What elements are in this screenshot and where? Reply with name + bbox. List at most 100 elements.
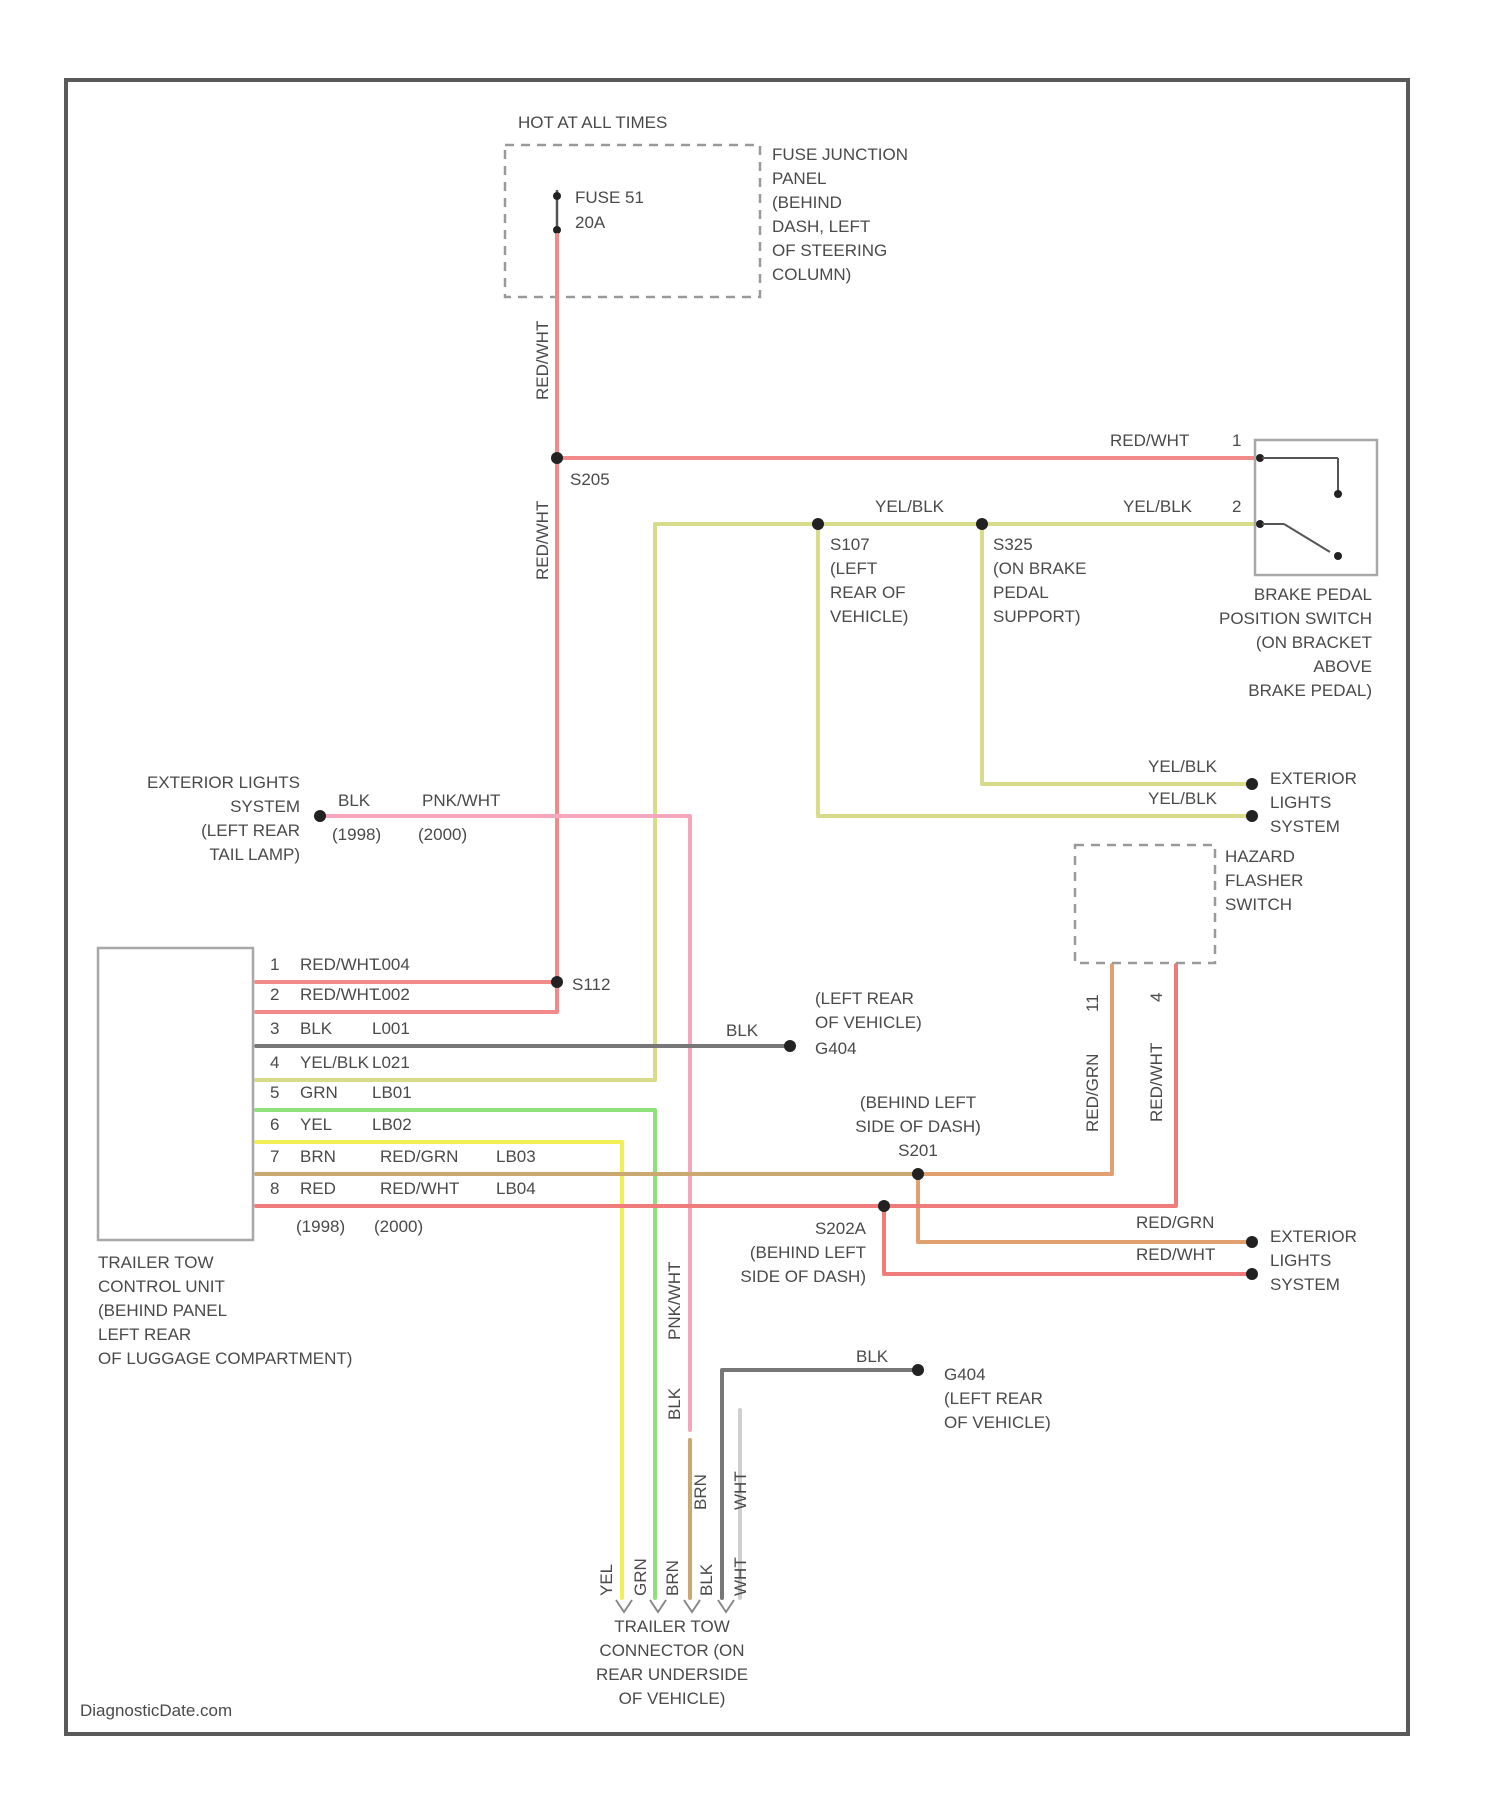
svg-text:S325: S325 xyxy=(993,535,1033,554)
svg-text:REAR UNDERSIDE: REAR UNDERSIDE xyxy=(596,1665,748,1684)
svg-text:(LEFT REAR: (LEFT REAR xyxy=(944,1389,1043,1408)
ttc-pin-color: YEL/BLK xyxy=(300,1053,370,1072)
ground-g404-upper-label: (LEFT REAR OF VEHICLE) G404 xyxy=(815,989,922,1058)
svg-text:OF VEHICLE): OF VEHICLE) xyxy=(815,1013,922,1032)
hazard-flasher-box xyxy=(1075,845,1215,963)
ext-arrow-1a-dot xyxy=(1246,778,1258,790)
ext-lights-label-2: EXTERIOR LIGHTS SYSTEM xyxy=(1270,1227,1357,1294)
ttc-pin-circuit: LB03 xyxy=(496,1147,536,1166)
svg-text:FUSE JUNCTION: FUSE JUNCTION xyxy=(772,145,908,164)
ttc-pin-color: BLK xyxy=(300,1019,333,1038)
bpp-yel-blk-label: YEL/BLK xyxy=(1123,497,1193,516)
ground-g404-bottom-dot xyxy=(912,1364,924,1376)
svg-text:HAZARD: HAZARD xyxy=(1225,847,1295,866)
conn-wire-brn: BRN xyxy=(663,1560,682,1596)
svg-text:G404: G404 xyxy=(815,1039,857,1058)
ttc-pin-number: 5 xyxy=(270,1083,279,1102)
ext-lights-left-label: EXTERIOR LIGHTS SYSTEM (LEFT REAR TAIL L… xyxy=(147,773,300,864)
ttc-pin-number: 6 xyxy=(270,1115,279,1134)
svg-text:S107: S107 xyxy=(830,535,870,554)
ttc-pin-color: BRN xyxy=(300,1147,336,1166)
ttc-pin-number: 3 xyxy=(270,1019,279,1038)
svg-text:OF STEERING: OF STEERING xyxy=(772,241,887,260)
connector-label: TRAILER TOW CONNECTOR (ON REAR UNDERSIDE… xyxy=(596,1617,748,1708)
svg-text:SWITCH: SWITCH xyxy=(1225,895,1292,914)
ttc-pin-number: 2 xyxy=(270,985,279,1004)
svg-text:(LEFT REAR: (LEFT REAR xyxy=(201,821,300,840)
svg-text:TAIL LAMP): TAIL LAMP) xyxy=(209,845,300,864)
ground-blk-label: BLK xyxy=(726,1021,759,1040)
svg-text:VEHICLE): VEHICLE) xyxy=(830,607,908,626)
ttc-unit-label: TRAILER TOW CONTROL UNIT (BEHIND PANEL L… xyxy=(98,1253,352,1368)
splice-s205-label: S205 xyxy=(570,470,610,489)
ttc-pin-number: 7 xyxy=(270,1147,279,1166)
svg-text:SIDE OF DASH): SIDE OF DASH) xyxy=(855,1117,981,1136)
ext-lights-label-1: EXTERIOR LIGHTS SYSTEM xyxy=(1270,769,1357,836)
ext2-red-wht-label: RED/WHT xyxy=(1136,1245,1215,1264)
svg-text:(LEFT: (LEFT xyxy=(830,559,877,578)
splice-s205-dot xyxy=(551,452,563,464)
svg-text:(LEFT REAR: (LEFT REAR xyxy=(815,989,914,1008)
ttc-pin-circuit: L004 xyxy=(372,955,410,974)
bpp-pin-1: 1 xyxy=(1232,431,1241,450)
svg-text:TRAILER TOW: TRAILER TOW xyxy=(98,1253,214,1272)
fuse-panel-label: FUSE JUNCTION PANEL (BEHIND DASH, LEFT O… xyxy=(772,145,908,284)
conn-wire-blk: BLK xyxy=(697,1563,716,1596)
ext-yel-blk-label-2: YEL/BLK xyxy=(1148,789,1218,808)
s107-label: S107 (LEFT REAR OF VEHICLE) xyxy=(830,535,908,626)
svg-text:S202A: S202A xyxy=(815,1219,867,1238)
ext-arrow-2b-dot xyxy=(1246,1268,1258,1280)
svg-text:CONNECTOR (ON: CONNECTOR (ON xyxy=(599,1641,744,1660)
trailer-tow-connector-terminals xyxy=(616,1600,734,1612)
ext-yel-blk-label-1: YEL/BLK xyxy=(1148,757,1218,776)
svg-text:SYSTEM: SYSTEM xyxy=(1270,1275,1340,1294)
ttc-pin-color: GRN xyxy=(300,1083,338,1102)
ext-arrow-1b-dot xyxy=(1246,810,1258,822)
svg-text:OF VEHICLE): OF VEHICLE) xyxy=(944,1413,1051,1432)
svg-text:EXTERIOR: EXTERIOR xyxy=(1270,769,1357,788)
svg-text:G404: G404 xyxy=(944,1365,986,1384)
vert-wht-label: WHT xyxy=(731,1471,750,1510)
wire-label-red-wht-upper: RED/WHT xyxy=(533,321,552,400)
svg-text:(BEHIND LEFT: (BEHIND LEFT xyxy=(860,1093,976,1112)
vert-blk-label: BLK xyxy=(665,1387,684,1420)
svg-text:FLASHER: FLASHER xyxy=(1225,871,1303,890)
svg-text:COLUMN): COLUMN) xyxy=(772,265,851,284)
bottom-blk-label: BLK xyxy=(856,1347,889,1366)
trailer-tow-control-unit-box xyxy=(98,948,253,1240)
bpp-red-wht-label: RED/WHT xyxy=(1110,431,1189,450)
tail-pnk-wht-label: PNK/WHT xyxy=(422,791,500,810)
s112-label: S112 xyxy=(572,975,610,994)
svg-text:LIGHTS: LIGHTS xyxy=(1270,793,1331,812)
ttc-pin-color: RED xyxy=(300,1179,336,1198)
splice-s202-dot xyxy=(878,1200,890,1212)
splice-s325-dot xyxy=(976,518,988,530)
bpp-switch-label: BRAKE PEDAL POSITION SWITCH (ON BRACKET … xyxy=(1219,585,1372,700)
svg-text:PEDAL: PEDAL xyxy=(993,583,1049,602)
svg-text:BRAKE PEDAL: BRAKE PEDAL xyxy=(1254,585,1372,604)
splice-s201-dot xyxy=(912,1168,924,1180)
svg-text:(BEHIND: (BEHIND xyxy=(772,193,842,212)
s202-label: S202A (BEHIND LEFT SIDE OF DASH) xyxy=(740,1219,866,1286)
svg-text:OF VEHICLE): OF VEHICLE) xyxy=(619,1689,726,1708)
svg-text:(ON BRACKET: (ON BRACKET xyxy=(1256,633,1372,652)
wire-label-red-wht-lower: RED/WHT xyxy=(533,501,552,580)
top-yel-blk-label: YEL/BLK xyxy=(875,497,945,516)
fuse-amp: 20A xyxy=(575,213,606,232)
tail-2000-label: (2000) xyxy=(418,825,467,844)
wire-ttc-pin6-yel xyxy=(256,1142,622,1598)
ttc-pin-circuit-color: RED/GRN xyxy=(380,1147,458,1166)
svg-text:BRAKE PEDAL): BRAKE PEDAL) xyxy=(1248,681,1372,700)
svg-text:LIGHTS: LIGHTS xyxy=(1270,1251,1331,1270)
splice-s107-dot xyxy=(812,518,824,530)
ttc-pin-number: 1 xyxy=(270,955,279,974)
hazard-flasher-label: HAZARD FLASHER SWITCH xyxy=(1225,847,1303,914)
ttc-pin-circuit: L002 xyxy=(372,985,410,1004)
svg-text:SUPPORT): SUPPORT) xyxy=(993,607,1081,626)
conn-wire-grn: GRN xyxy=(631,1558,650,1596)
fuse-junction-panel-box xyxy=(505,145,760,297)
ttc-pin-circuit: L021 xyxy=(372,1053,410,1072)
ext-arrow-2a-dot xyxy=(1246,1236,1258,1248)
s325-label: S325 (ON BRAKE PEDAL SUPPORT) xyxy=(993,535,1087,626)
